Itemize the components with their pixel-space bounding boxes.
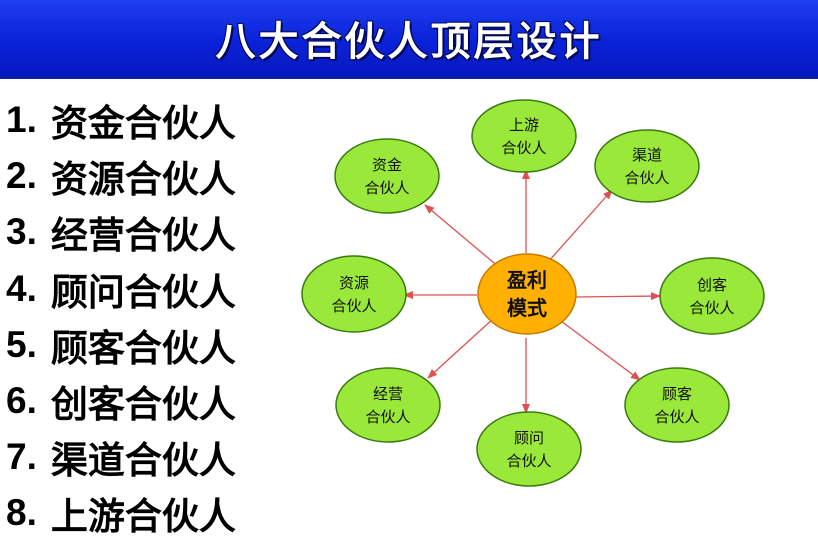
list-number: 5. xyxy=(6,323,37,365)
list-label: 渠道合伙人 xyxy=(50,439,236,483)
title-banner: 八大合伙人顶层设计 xyxy=(0,0,818,79)
hub-line2: 模式 xyxy=(507,296,547,320)
node-line1: 创客 xyxy=(697,276,727,294)
node-line1: 上游 xyxy=(509,116,539,134)
list-label: 上游合伙人 xyxy=(50,495,236,539)
node-shangyou: 上游 合伙人 xyxy=(471,99,577,173)
node-line2: 合伙人 xyxy=(506,452,551,470)
page-title: 八大合伙人顶层设计 xyxy=(215,19,603,65)
hub-line1: 盈利 xyxy=(506,268,547,292)
list-item: 4. 顾问合伙人 xyxy=(6,261,236,317)
list-label: 经营合伙人 xyxy=(50,214,236,258)
arrow-to-qudao xyxy=(547,189,613,263)
list-number: 7. xyxy=(6,436,37,478)
list-item: 7. 渠道合伙人 xyxy=(6,429,236,485)
node-jingying: 经营 合伙人 xyxy=(335,367,441,443)
node-line2: 合伙人 xyxy=(689,299,734,317)
node-qudao: 渠道 合伙人 xyxy=(594,129,700,203)
list-label: 创客合伙人 xyxy=(50,383,236,427)
list-item: 3. 经营合伙人 xyxy=(6,204,236,260)
node-line1: 顾客 xyxy=(662,385,692,403)
list-label: 顾客合伙人 xyxy=(50,326,236,370)
list-number: 1. xyxy=(6,99,37,141)
partner-list: 1.资金合伙人 2.资源合伙人 3.经营合伙人 4.顾问合伙人 5.顾客合伙人 … xyxy=(6,92,236,542)
list-label: 资金合伙人 xyxy=(50,102,236,146)
node-line2: 合伙人 xyxy=(364,179,409,197)
list-item: 5. 顾客合伙人 xyxy=(6,317,236,373)
node-line2: 合伙人 xyxy=(624,169,669,187)
node-line1: 渠道 xyxy=(632,146,662,164)
node-line2: 合伙人 xyxy=(331,297,376,315)
node-zijin: 资金 合伙人 xyxy=(334,138,440,214)
node-line2: 合伙人 xyxy=(501,139,546,157)
node-line1: 资源 xyxy=(339,274,369,292)
hub-node: 盈利 模式 xyxy=(477,253,577,335)
list-number: 4. xyxy=(6,267,37,309)
arrow-to-jingying xyxy=(427,317,495,379)
node-line1: 顾问 xyxy=(514,429,544,447)
arrow-to-chuangke xyxy=(574,292,661,301)
node-line2: 合伙人 xyxy=(654,408,699,426)
node-chuangke: 创客 合伙人 xyxy=(659,257,765,335)
arrow-to-zijin xyxy=(424,204,501,269)
list-label: 顾问合伙人 xyxy=(50,270,236,314)
list-item: 6. 创客合伙人 xyxy=(6,373,236,429)
node-line1: 资金 xyxy=(372,156,402,174)
list-item: 1. 资金合伙人 xyxy=(6,92,236,148)
node-guwen: 顾问 合伙人 xyxy=(476,411,582,487)
arrows xyxy=(403,169,661,414)
list-number: 8. xyxy=(6,492,37,534)
list-number: 2. xyxy=(6,155,37,197)
list-item: 2. 资源合伙人 xyxy=(6,148,236,204)
node-guke: 顾客 合伙人 xyxy=(624,367,730,443)
node-line1: 经营 xyxy=(373,385,403,403)
node-line2: 合伙人 xyxy=(365,408,410,426)
node-ziyuan: 资源 合伙人 xyxy=(301,255,407,333)
arrow-to-guke xyxy=(556,317,641,381)
list-label: 资源合伙人 xyxy=(50,158,236,202)
list-item: 8. 上游合伙人 xyxy=(6,485,236,541)
list-number: 3. xyxy=(6,211,37,253)
list-number: 6. xyxy=(6,380,37,422)
